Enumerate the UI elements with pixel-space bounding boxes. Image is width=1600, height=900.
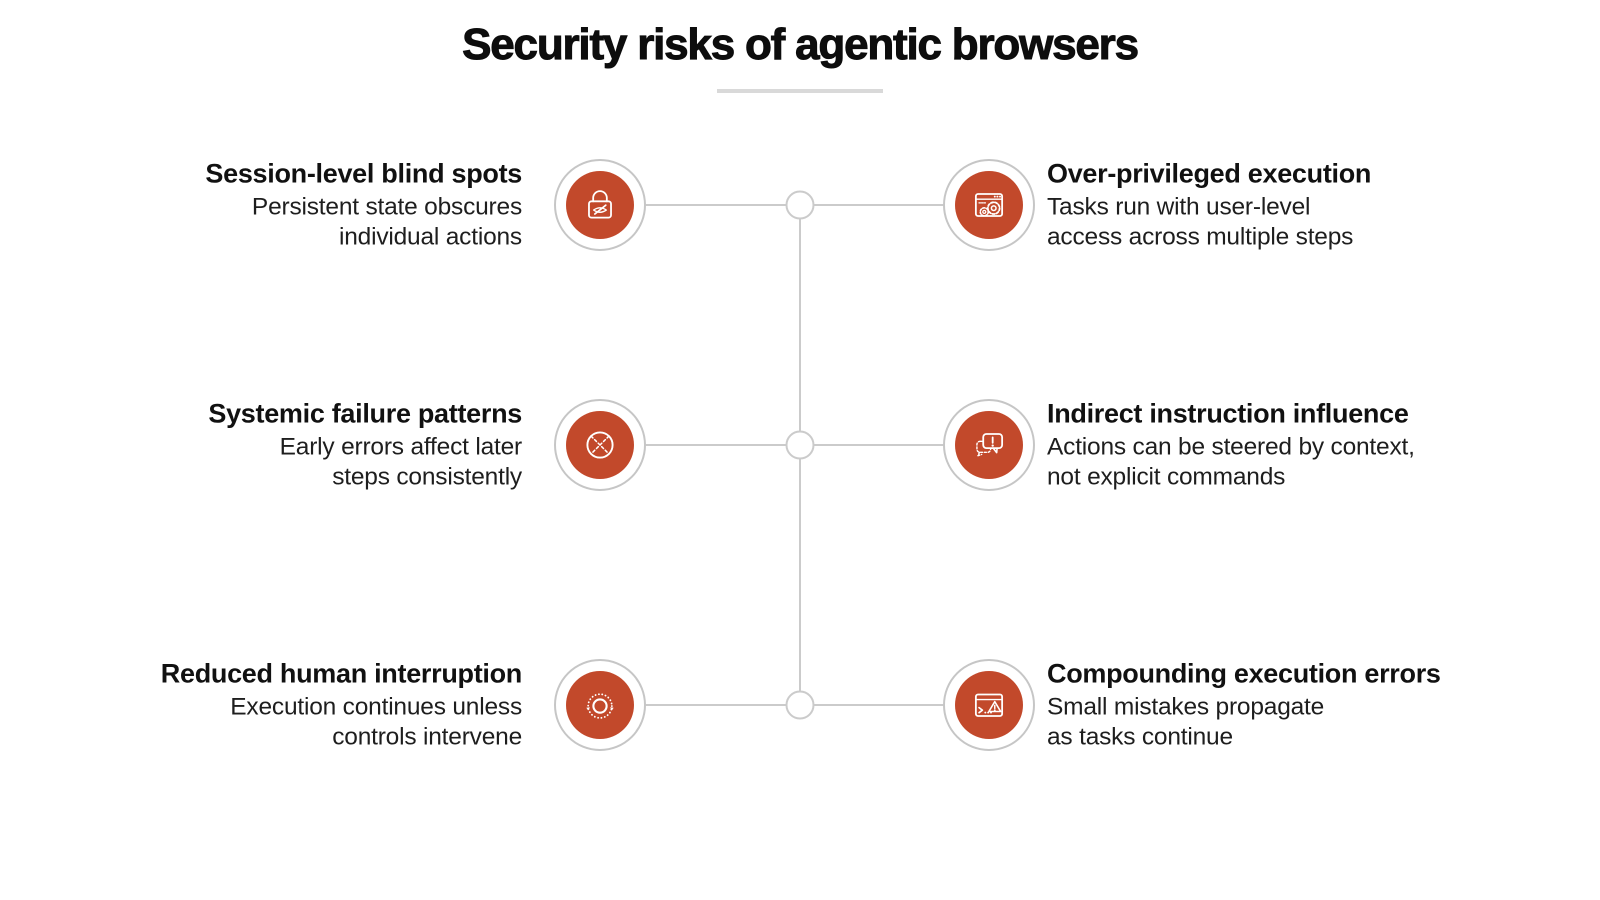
item-heading: Session-level blind spots [205, 158, 522, 189]
item-heading: Reduced human interruption [160, 658, 523, 689]
item-body-line: Tasks run with user-level [1047, 193, 1311, 221]
lock-hidden-eye-icon [579, 184, 621, 226]
icon-badge [554, 159, 646, 251]
item-body-line: access across multiple steps [1047, 223, 1354, 251]
item-body-line: individual actions [339, 223, 522, 251]
item-indirect-instruction-influence: Indirect instruction influence Actions c… [1047, 397, 1527, 492]
page-title: Security risks of agentic browsers [462, 20, 1140, 70]
spine-node [785, 190, 815, 220]
item-session-blind-spots: Session-level blind spots Persistent sta… [82, 157, 522, 252]
icon-badge [554, 399, 646, 491]
item-body-line: Execution continues unless [230, 693, 522, 721]
item-compounding-execution-errors: Compounding execution errors Small mista… [1047, 657, 1527, 752]
item-heading: Indirect instruction influence [1047, 398, 1409, 429]
item-body-line: as tasks continue [1047, 723, 1233, 751]
item-heading: Over-privileged execution [1047, 158, 1372, 189]
spine-node [785, 430, 815, 460]
item-body-line: Early errors affect later [279, 433, 523, 461]
item-body-line: Actions can be steered by context, [1047, 433, 1415, 461]
icon-badge [943, 159, 1035, 251]
spine-node [785, 690, 815, 720]
item-body-line: controls intervene [332, 723, 522, 751]
item-body-line: Persistent state obscures [251, 193, 522, 221]
icon-badge [554, 659, 646, 751]
title-underline [717, 89, 883, 93]
terminal-warning-icon [968, 684, 1010, 726]
item-heading: Compounding execution errors [1047, 658, 1441, 689]
item-body-line: steps consistently [332, 463, 522, 491]
item-reduced-human-interruption: Reduced human interruption Execution con… [82, 657, 523, 752]
icon-badge [943, 399, 1035, 491]
item-body-line: not explicit commands [1047, 463, 1286, 491]
browser-gears-icon [968, 184, 1010, 226]
rotation-loop-icon [586, 684, 614, 726]
item-systemic-failure-patterns: Systemic failure patterns Early errors a… [82, 397, 522, 492]
item-body-line: Small mistakes propagate [1047, 693, 1325, 721]
icon-badge [943, 659, 1035, 751]
speech-warning-icon [968, 424, 1010, 466]
item-heading: Systemic failure patterns [208, 398, 522, 429]
crossed-dashed-circle-icon [579, 424, 621, 466]
item-over-privileged-execution: Over-privileged execution Tasks run with… [1047, 157, 1527, 252]
